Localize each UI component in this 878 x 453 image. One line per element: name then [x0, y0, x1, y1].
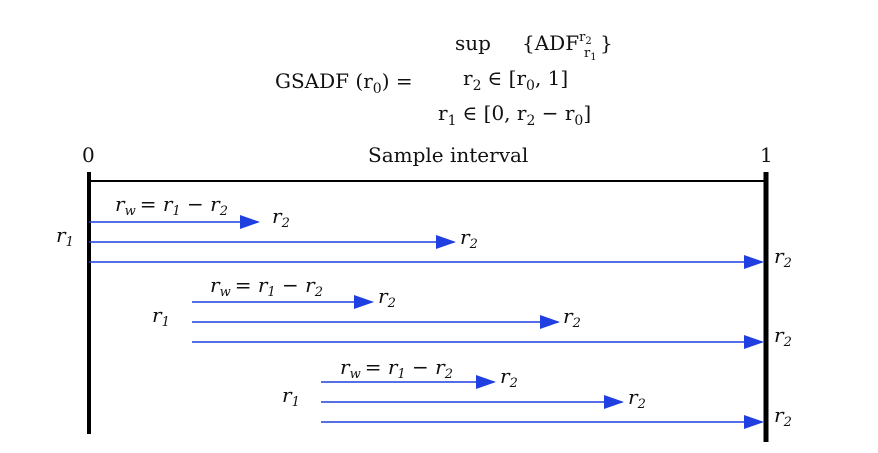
axis-end-label: 1 — [760, 143, 773, 167]
r1-label: r1 — [152, 303, 170, 330]
r2-label: r2 — [628, 385, 646, 412]
formula-condition-r2: r2∈ [r0, 1] — [463, 66, 568, 94]
formula-condition-r1: r1∈ [0, r2 − r0] — [438, 101, 591, 129]
formula-set-sub: r1 — [584, 46, 597, 63]
r2-label: r2 — [460, 225, 478, 252]
r2-label: r2 — [774, 244, 792, 271]
formula-lhs: GSADF (r0) = — [275, 69, 413, 97]
formula-set: {ADFr2 — [522, 30, 592, 55]
window-group-3: rw= r1 − r2 r1 r2 r2 r2 — [282, 355, 792, 430]
formula-sup: sup — [455, 31, 491, 55]
window-group-1: rw= r1 − r2 r1 r2 r2 r2 — [56, 192, 792, 271]
window-width-label: rw= r1 − r2 — [115, 192, 228, 219]
r2-label: r2 — [272, 204, 290, 231]
r1-label: r1 — [282, 383, 300, 410]
axis-title: Sample interval — [368, 143, 528, 167]
window-group-2: rw= r1 − r2 r1 r2 r2 r2 — [152, 273, 792, 350]
r2-label: r2 — [500, 364, 518, 391]
r2-label: r2 — [774, 323, 792, 350]
r2-label: r2 — [774, 403, 792, 430]
r2-label: r2 — [563, 304, 581, 331]
axis-start-label: 0 — [82, 143, 95, 167]
formula-set-close: } — [600, 31, 613, 55]
window-width-label: rw= r1 − r2 — [340, 355, 453, 382]
gsadf-formula: GSADF (r0) = sup {ADFr2 r1 } r2∈ [r0, 1]… — [275, 30, 613, 129]
window-width-label: rw= r1 − r2 — [210, 273, 323, 300]
r2-label: r2 — [378, 284, 396, 311]
r1-label: r1 — [56, 223, 74, 250]
